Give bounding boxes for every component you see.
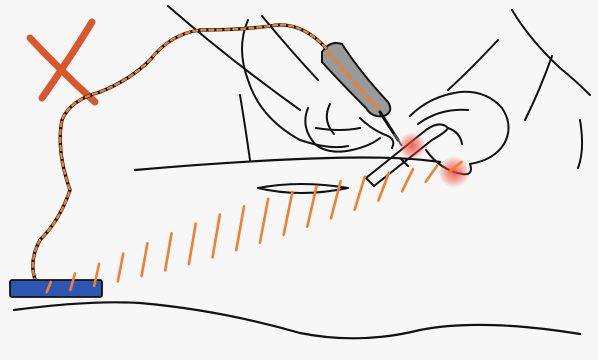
return-electrode-pad-icon — [10, 280, 102, 297]
